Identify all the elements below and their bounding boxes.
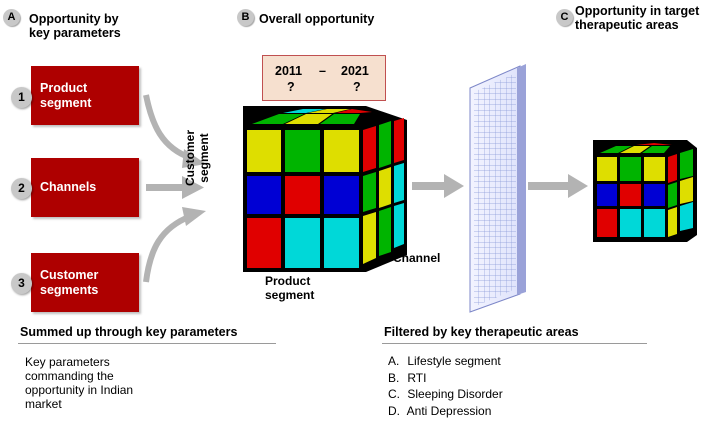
right-summary-heading: Filtered by key therapeutic areas	[384, 325, 579, 339]
year-range-dash: –	[319, 64, 326, 78]
parameter-box-channels: Channels	[31, 158, 139, 217]
section-a-title-line1: Opportunity by	[29, 12, 119, 26]
arrow-to-filter	[412, 174, 464, 198]
list-item-letter: D.	[388, 403, 400, 418]
parameter-box-customer-segments: Customer segments	[31, 253, 139, 312]
cube-axis-customer-line1: Customer	[183, 130, 197, 187]
list-item: D. Anti Depression	[388, 403, 503, 420]
start-year-value: ?	[287, 80, 295, 94]
section-c-title-line1: Opportunity in target	[575, 4, 700, 18]
left-summary-text: Key parameters commanding the opportunit…	[25, 355, 133, 411]
list-item-letter: B.	[388, 370, 400, 385]
list-item: B. RTI	[388, 370, 503, 387]
left-summary-heading: Summed up through key parameters	[20, 325, 238, 339]
target-areas-cube	[593, 140, 697, 242]
parameter-label-line2: segments	[40, 282, 99, 297]
left-summary-line: market	[25, 397, 62, 411]
cube-axis-product-segment: Product segment	[265, 274, 314, 302]
end-year-value: ?	[353, 80, 361, 94]
left-summary-line: opportunity in Indian	[25, 383, 134, 397]
list-item-text: Sleeping Disorder	[407, 387, 503, 401]
cube-axis-customer-segment: Customer segment	[183, 118, 211, 198]
filter-mesh-screen	[469, 64, 526, 313]
left-summary-divider	[18, 343, 276, 344]
list-item: A. Lifestyle segment	[388, 353, 503, 370]
list-item-letter: C.	[388, 387, 400, 401]
arrow-from-customer-segments	[143, 213, 193, 283]
section-c-badge: C	[556, 9, 573, 26]
parameter-label-line1: Customer	[40, 267, 99, 282]
cube-axis-product-line1: Product	[265, 274, 311, 288]
arrow-head-customer-segments	[182, 207, 206, 226]
section-c-title-line2: therapeutic areas	[575, 18, 679, 32]
section-a-title-line2: key parameters	[29, 26, 121, 40]
section-b-badge: B	[237, 9, 254, 26]
timeframe-box: 2011 – 2021 ? ?	[262, 55, 386, 101]
section-c-title: Opportunity in target therapeutic areas	[575, 4, 699, 32]
parameter-number-badge: 1	[11, 87, 32, 108]
parameter-number-badge: 2	[11, 178, 32, 199]
end-year: 2021	[341, 64, 369, 78]
right-summary-divider	[382, 343, 647, 344]
list-item-text: RTI	[407, 370, 427, 385]
cube-axis-channel: Channel	[393, 251, 441, 265]
overall-opportunity-cube	[243, 106, 407, 272]
section-b-title: Overall opportunity	[259, 12, 375, 26]
parameter-number-badge: 3	[11, 273, 32, 294]
list-item-letter: A.	[388, 354, 400, 368]
section-a-badge: A	[3, 9, 20, 26]
therapeutic-area-list: A. Lifestyle segment B. RTI C. Sleeping …	[388, 353, 503, 419]
parameter-box-product-segment: Product segment	[31, 66, 139, 125]
arrow-to-target-cube	[528, 174, 588, 198]
cube-axis-customer-line2: segment	[197, 133, 211, 183]
cube-axis-product-line2: segment	[265, 288, 315, 302]
start-year: 2011	[275, 64, 303, 78]
left-summary-line: Key parameters	[25, 355, 110, 369]
list-item-text: Lifestyle segment	[407, 354, 501, 368]
list-item-text: Anti Depression	[406, 403, 492, 418]
parameter-label-line1: Product	[40, 80, 88, 95]
list-item: C. Sleeping Disorder	[388, 386, 503, 403]
left-summary-line: commanding the	[25, 369, 114, 383]
parameter-label-line2: segment	[40, 95, 92, 110]
parameter-label-line1: Channels	[40, 180, 97, 194]
section-a-title: Opportunity by key parameters	[29, 12, 121, 40]
